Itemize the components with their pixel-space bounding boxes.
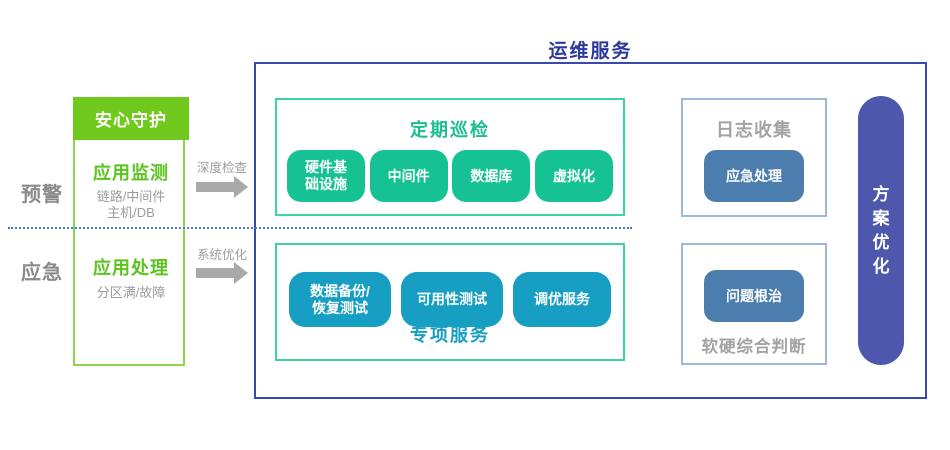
guard-box: 安心守护 应用监测 链路/中间件 主机/DB 应用处理 分区满/故障 bbox=[73, 97, 189, 366]
known-faults-box: 日志收集 应急处理 bbox=[681, 98, 827, 217]
node-hardware-infrastructure: 硬件基 础设施 bbox=[287, 150, 365, 202]
solution-optimization-pill: 方案优化 bbox=[858, 96, 904, 365]
arrow-head bbox=[234, 262, 248, 284]
guard-box-header: 安心守护 bbox=[73, 97, 189, 140]
log-collection-label: 日志收集 bbox=[716, 120, 792, 140]
node-database: 数据库 bbox=[452, 150, 531, 202]
node-availability-test: 可用性测试 bbox=[401, 272, 503, 327]
app-monitor-title: 应用监测 bbox=[93, 163, 169, 183]
node-virtualization: 虚拟化 bbox=[534, 150, 613, 202]
regular-inspection-box: 定期巡检 硬件基 础设施 中间件 数据库 虚拟化 bbox=[275, 98, 625, 216]
node-middleware: 中间件 bbox=[369, 150, 448, 202]
deep-check-arrow-icon bbox=[196, 176, 248, 198]
hw-sw-judgment-label: 软硬综合判断 bbox=[701, 338, 807, 356]
inspection-node-row: 硬件基 础设施 中间件 数据库 虚拟化 bbox=[277, 150, 623, 202]
special-node-row: 数据备份/ 恢复测试 可用性测试 调优服务 bbox=[277, 272, 623, 327]
regular-inspection-title: 定期巡检 bbox=[410, 120, 490, 140]
phase-label-warning: 预警 bbox=[21, 184, 63, 206]
node-problem-root-cure: 问题根治 bbox=[704, 270, 804, 322]
ops-service-title: 运维服务 bbox=[548, 41, 633, 62]
node-backup-recovery-test: 数据备份/ 恢复测试 bbox=[289, 272, 391, 327]
phase-divider-line bbox=[8, 227, 632, 229]
difficult-problems-box: 问题根治 软硬综合判断 bbox=[681, 243, 827, 365]
app-monitor-subtitle: 链路/中间件 主机/DB bbox=[96, 189, 166, 220]
special-service-title: 专项服务 bbox=[410, 325, 490, 345]
arrow-shaft bbox=[196, 182, 235, 192]
node-emergency-handling: 应急处理 bbox=[704, 150, 804, 202]
system-optimize-arrow-label: 系统优化 bbox=[196, 248, 247, 262]
arrow-head bbox=[234, 176, 248, 198]
app-handle-title: 应用处理 bbox=[93, 258, 169, 278]
deep-check-arrow-label: 深度检查 bbox=[196, 161, 247, 175]
node-tuning-service: 调优服务 bbox=[513, 272, 611, 327]
solution-optimization-label: 方案优化 bbox=[872, 184, 890, 276]
special-service-box: 数据备份/ 恢复测试 可用性测试 调优服务 专项服务 bbox=[275, 243, 625, 361]
phase-label-emergency: 应急 bbox=[21, 262, 63, 284]
arrow-shaft bbox=[196, 268, 235, 278]
app-handle-subtitle: 分区满/故障 bbox=[96, 285, 166, 300]
system-optimize-arrow-icon bbox=[196, 262, 248, 284]
